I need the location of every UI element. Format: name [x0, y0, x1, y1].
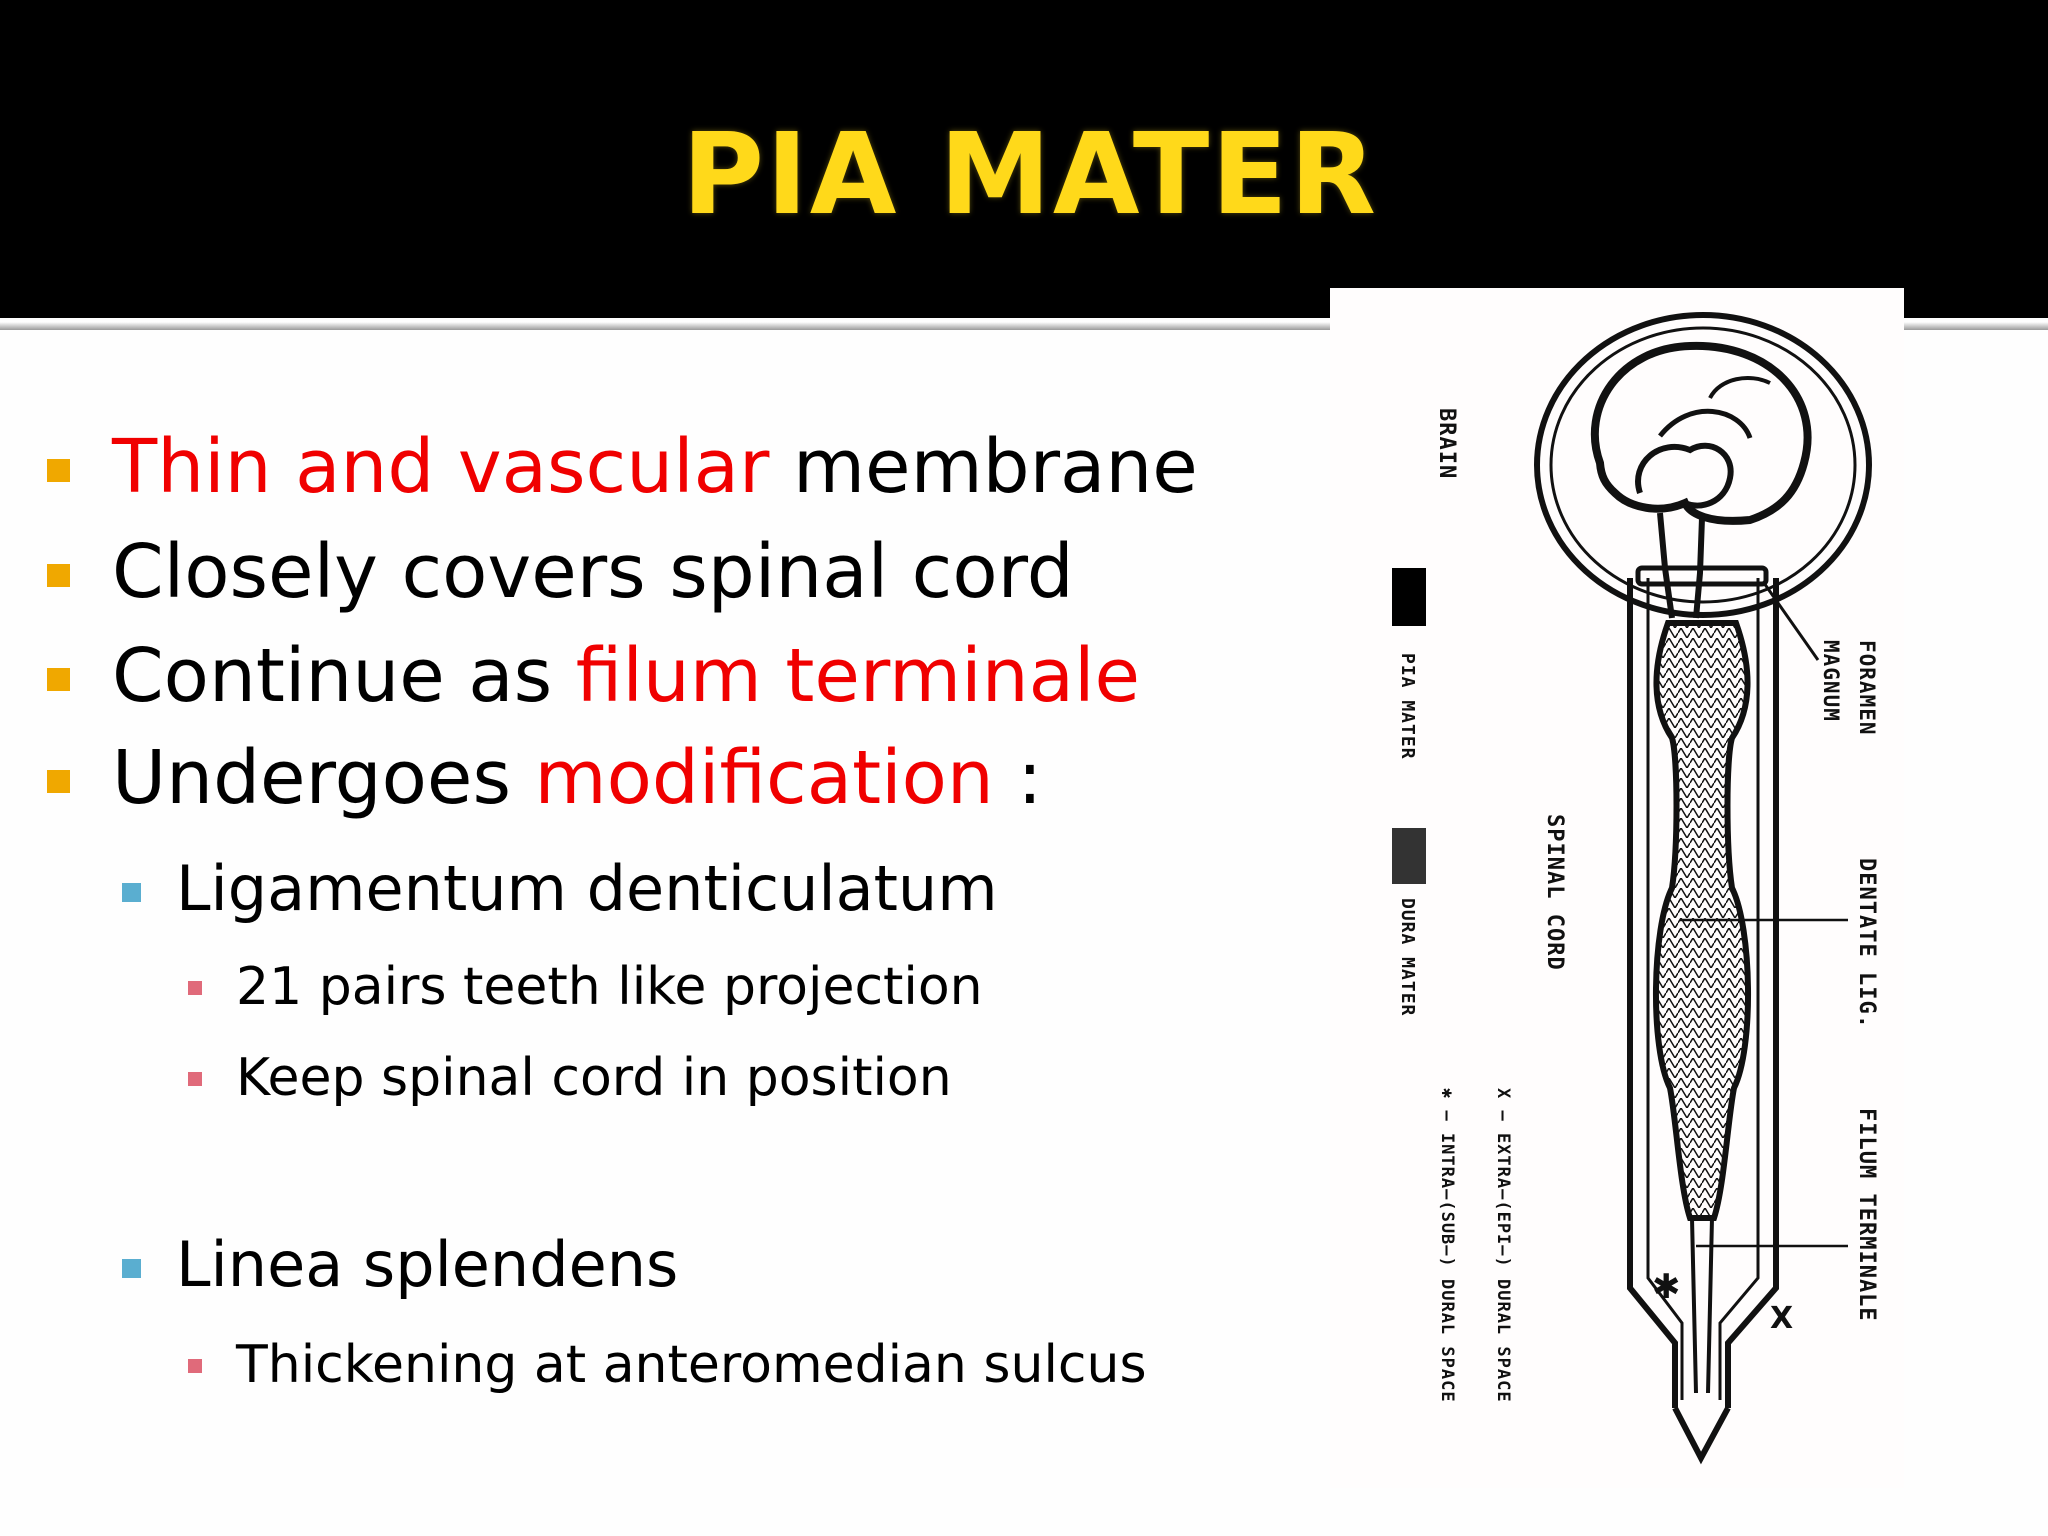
- title-bar: [0, 0, 2048, 318]
- bullet-marker-square: [47, 564, 70, 587]
- dentate-ligament-lines: [1680, 918, 1848, 1248]
- bullet-item: Undergoes modification :: [112, 735, 1043, 821]
- label-dentate-lig: DENTATE LIG.: [1854, 858, 1879, 1029]
- sub-bullet-marker: [122, 883, 141, 902]
- label-filum-terminale: FILUM TERMINALE: [1854, 1108, 1879, 1322]
- meninges-diagram: ✱ X BRAIN PIA MATER DURA MATER SPINAL CO…: [1330, 288, 1904, 1488]
- sub-bullet-marker: [122, 1259, 141, 1278]
- sub-sub-bullet-item: Thickening at anteromedian sulcus: [236, 1335, 1147, 1395]
- label-brain: BRAIN: [1434, 408, 1459, 479]
- bullet-marker-square: [47, 459, 70, 482]
- label-pia-mater: PIA MATER: [1397, 653, 1418, 760]
- label-spinal-cord: SPINAL CORD: [1542, 814, 1567, 971]
- bullet-marker-square: [47, 668, 70, 691]
- sub-sub-bullet-item: 21 pairs teeth like projection: [236, 957, 983, 1017]
- title-divider: [0, 322, 2048, 330]
- brain-drawing: [1590, 341, 1812, 525]
- label-foramen: FORAMEN: [1855, 640, 1879, 736]
- meninges-diagram-figure: ✱ X BRAIN PIA MATER DURA MATER SPINAL CO…: [1392, 312, 1879, 1465]
- dura-head-outline: [1534, 312, 1872, 618]
- extradural-x-marker: X: [1770, 1301, 1793, 1336]
- slide-title: PIA MATER: [681, 110, 1378, 240]
- sub-bullet-item: Linea splendens: [176, 1228, 679, 1301]
- dura-mater-swatch: [1392, 828, 1426, 884]
- sub-sub-bullet-marker: [188, 1072, 202, 1086]
- dural-sheath: [1627, 578, 1779, 1465]
- sub-bullet-item: Ligamentum denticulatum: [176, 852, 998, 925]
- foramen-magnum-ring: [1635, 565, 1769, 587]
- bullet-item: Closely covers spinal cord: [112, 529, 1074, 615]
- bullet-item: Continue as filum terminale: [112, 633, 1141, 719]
- sub-sub-bullet-item: Keep spinal cord in position: [236, 1048, 952, 1108]
- subdural-star-marker: ✱: [1652, 1267, 1681, 1307]
- sub-sub-bullet-marker: [188, 981, 202, 995]
- label-magnum: MAGNUM: [1819, 640, 1843, 722]
- bullet-item: Thin and vascular membrane: [112, 424, 1198, 510]
- label-dura-mater: DURA MATER: [1397, 898, 1418, 1016]
- bullet-marker-square: [47, 770, 70, 793]
- sub-sub-bullet-marker: [188, 1359, 202, 1373]
- label-intradural-space: ✱ — INTRA—(SUB—) DURAL SPACE: [1437, 1088, 1457, 1403]
- label-extradural-space: X — EXTRA—(EPI—) DURAL SPACE: [1493, 1088, 1513, 1403]
- foramen-pointer-line: [1762, 582, 1820, 661]
- pia-mater-swatch: [1392, 568, 1426, 626]
